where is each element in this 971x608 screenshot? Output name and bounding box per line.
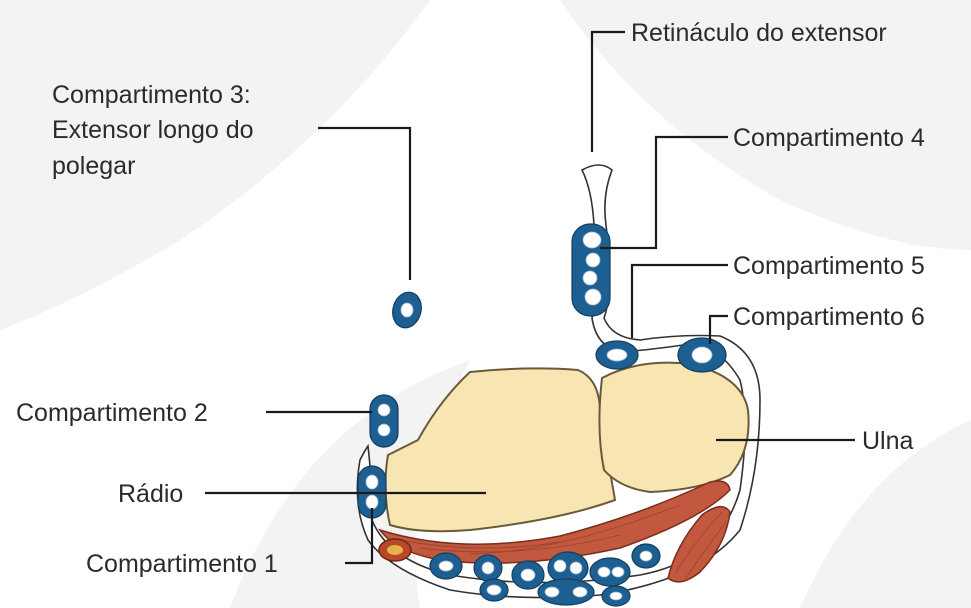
leader-compartment-5: [632, 265, 728, 338]
compartment-5-tendon: [596, 341, 638, 369]
label-ulna: Ulna: [862, 427, 914, 455]
label-compartment-5: Compartimento 5: [733, 252, 925, 280]
label-compartment-3-line3: polegar: [52, 152, 135, 180]
compartment-6-tendon: [678, 338, 726, 372]
label-compartment-3-line2: Extensor longo do: [52, 116, 254, 144]
leader-compartment-3: [318, 128, 410, 280]
ulna-bone: [599, 363, 748, 492]
label-compartment-3-line1: Compartimento 3:: [52, 81, 251, 109]
radial-artery-lumen: [387, 545, 403, 555]
label-radio: Rádio: [118, 480, 183, 508]
label-compartment-2: Compartimento 2: [16, 399, 208, 427]
compartment-3-tendon: [389, 289, 425, 331]
label-compartment-1: Compartimento 1: [86, 550, 278, 578]
label-compartment-6: Compartimento 6: [733, 303, 925, 331]
label-compartment-4: Compartimento 4: [733, 124, 925, 152]
compartment-4-tendons: [572, 224, 610, 316]
label-retinaculum: Retináculo do extensor: [631, 19, 887, 47]
compartment-2-tendons: [370, 395, 398, 447]
